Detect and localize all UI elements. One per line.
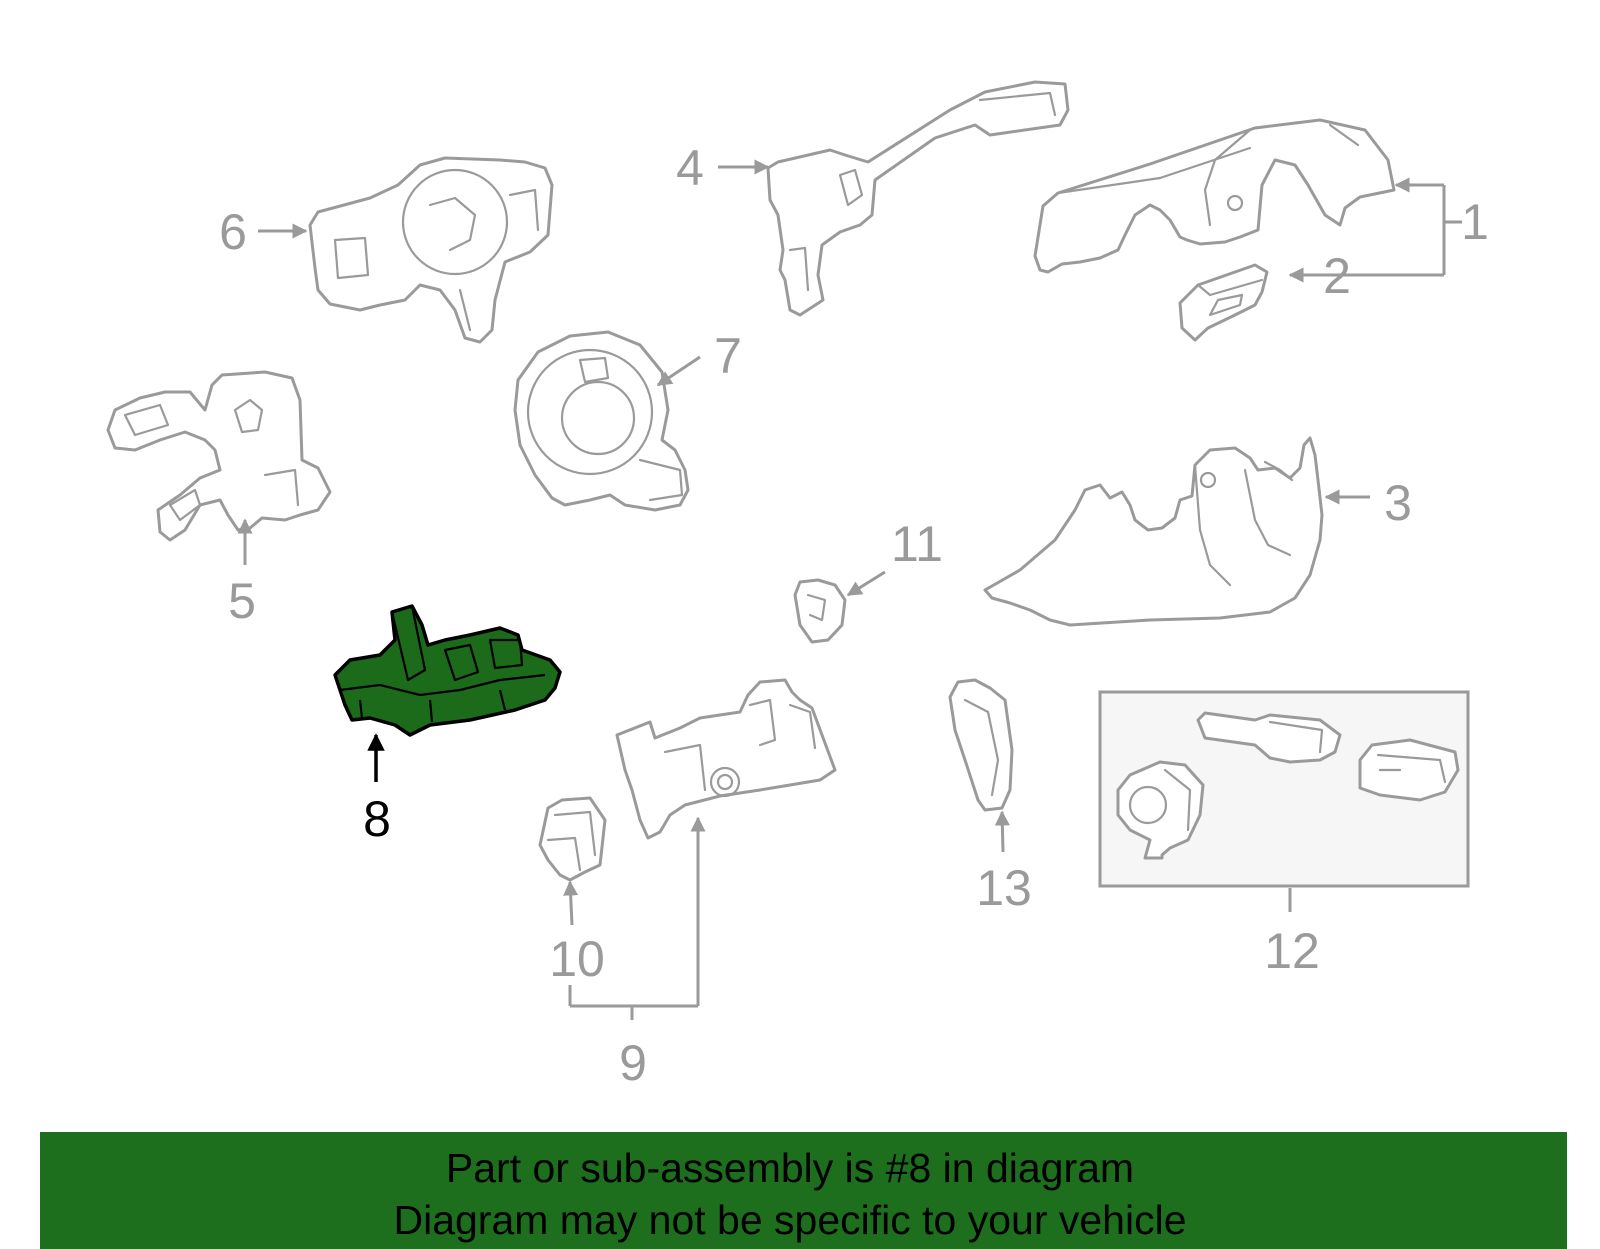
part-1-upper-column-cover[interactable] xyxy=(1033,118,1396,274)
callout-7-leader xyxy=(656,355,701,387)
callout-8[interactable]: 8 xyxy=(363,791,391,847)
part-9-column-bracket[interactable] xyxy=(615,678,837,840)
callout-11-leader xyxy=(846,570,886,597)
callout-10[interactable]: 10 xyxy=(549,931,605,987)
callout-7[interactable]: 7 xyxy=(714,328,742,384)
part-12-key-kit[interactable] xyxy=(1098,690,1470,888)
callout-2[interactable]: 2 xyxy=(1323,248,1351,304)
part-10-switch-block[interactable] xyxy=(538,796,607,882)
part-13-bracket-strip[interactable] xyxy=(948,678,1014,812)
callout-5[interactable]: 5 xyxy=(228,573,256,629)
callout-11[interactable]: 11 xyxy=(891,516,943,572)
callout-1-leader xyxy=(1290,177,1462,275)
parts-diagram: 1 2 3 4 5 6 7 8 9 10 11 12 13 xyxy=(106,80,1489,1091)
callout-1[interactable]: 1 xyxy=(1461,194,1489,250)
callout-9[interactable]: 9 xyxy=(619,1035,647,1091)
callout-13[interactable]: 13 xyxy=(976,860,1032,916)
part-8-column-lock-module[interactable] xyxy=(333,604,562,737)
part-5-light-switch[interactable] xyxy=(106,370,332,542)
callout-9-leader xyxy=(568,818,698,1020)
callout-3[interactable]: 3 xyxy=(1384,475,1412,531)
callout-12[interactable]: 12 xyxy=(1264,923,1320,979)
callout-6[interactable]: 6 xyxy=(219,204,247,260)
part-3-lower-column-cover[interactable] xyxy=(983,436,1324,627)
callout-10-leader xyxy=(563,880,579,926)
part-7-clock-spring[interactable] xyxy=(513,330,690,512)
part-11-clip[interactable] xyxy=(793,578,847,644)
info-banner: Part or sub-assembly is #8 in diagram Di… xyxy=(40,1132,1567,1249)
part-6-switch-housing[interactable] xyxy=(308,156,554,344)
part-4-wiper-switch[interactable] xyxy=(766,80,1070,317)
callout-13-leader xyxy=(994,810,1010,853)
banner-line-disclaimer: Diagram may not be specific to your vehi… xyxy=(393,1197,1187,1243)
part-2-trim-piece[interactable] xyxy=(1178,263,1269,342)
banner-line-part: Part or sub-assembly is #8 in diagram xyxy=(445,1145,1135,1191)
callout-4[interactable]: 4 xyxy=(676,140,704,196)
